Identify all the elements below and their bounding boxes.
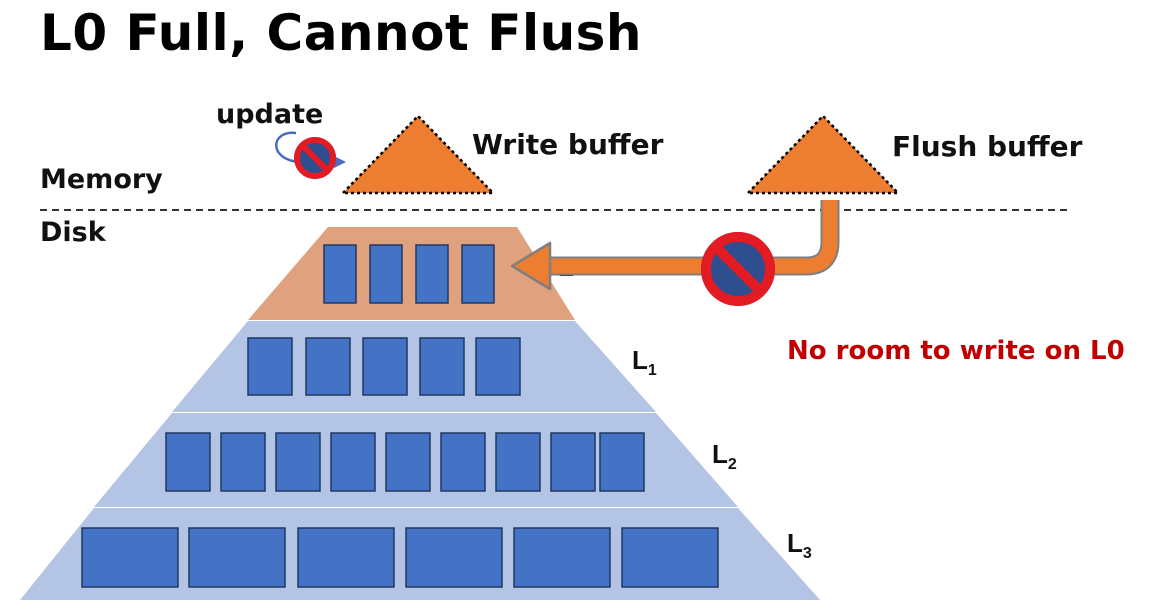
prohibited-icon (701, 232, 775, 306)
run-block (440, 432, 486, 492)
level-3-label: L3 (787, 528, 812, 562)
update-arrowhead (334, 156, 346, 168)
run-block (599, 432, 645, 492)
run-block (330, 432, 376, 492)
write-buffer-label: Write buffer (472, 128, 664, 161)
level-1-label: L1 (632, 345, 657, 379)
run-block (188, 527, 286, 588)
flush-arrow (510, 200, 840, 291)
prohibited-icon (294, 137, 336, 179)
run-block (323, 244, 357, 304)
flush-buffer-triangle (745, 114, 901, 195)
run-block (550, 432, 596, 492)
flush-buffer-label: Flush buffer (892, 130, 1083, 163)
level-3-runs (81, 527, 719, 588)
run-block (385, 432, 431, 492)
run-block (247, 337, 293, 396)
page-title: L0 Full, Cannot Flush (40, 4, 643, 62)
arrow-icon (510, 241, 552, 291)
no-room-note: No room to write on L0 (787, 336, 1125, 366)
run-block (415, 244, 449, 304)
level-1-band (172, 321, 656, 412)
level-0-runs (323, 244, 495, 304)
write-buffer-triangle (340, 114, 496, 195)
run-block (297, 527, 395, 588)
run-block (165, 432, 211, 492)
run-block (513, 527, 611, 588)
run-block (419, 337, 465, 396)
level-2-runs (165, 432, 645, 492)
run-block (475, 337, 521, 396)
run-block (369, 244, 403, 304)
run-block (621, 527, 719, 588)
run-block (461, 244, 495, 304)
run-block (362, 337, 408, 396)
run-block (405, 527, 503, 588)
run-block (305, 337, 351, 396)
run-block (275, 432, 321, 492)
run-block (495, 432, 541, 492)
level-2-label: L2 (712, 439, 737, 473)
memory-label: Memory (40, 164, 163, 195)
level-1-runs (247, 337, 521, 396)
run-block (81, 527, 179, 588)
update-label: update (216, 99, 324, 130)
disk-label: Disk (40, 217, 106, 248)
run-block (220, 432, 266, 492)
